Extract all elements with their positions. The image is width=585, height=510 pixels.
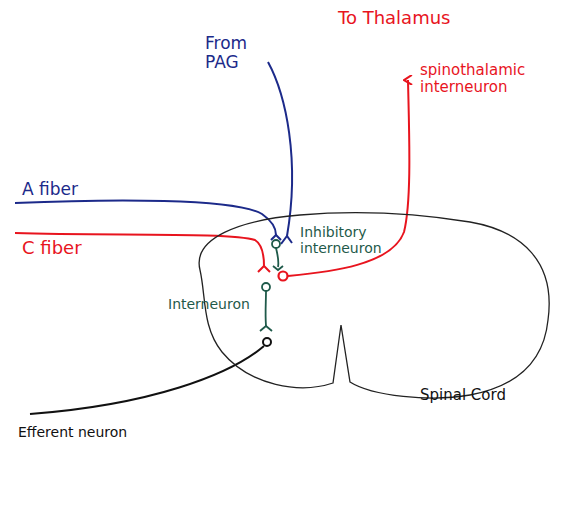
inhibitory-axon	[276, 248, 278, 267]
text-label: From PAG	[205, 34, 275, 72]
c-fiber	[15, 233, 264, 266]
a-fiber	[15, 200, 276, 235]
text-label: Inhibitory interneuron	[300, 224, 420, 256]
synapse-fork	[258, 266, 270, 272]
text-label: Interneuron	[168, 296, 268, 312]
pag-fiber	[268, 62, 292, 236]
interneuron-cell-body	[262, 283, 270, 291]
synapse-fork	[281, 236, 292, 244]
efferent-axon	[30, 346, 264, 414]
text-label: C fiber	[22, 238, 112, 258]
text-label: A fiber	[22, 180, 112, 199]
synapse-fork	[273, 266, 283, 270]
text-label: spinothalamic interneuron	[420, 62, 540, 96]
spinal-cord-border	[199, 213, 549, 398]
efferent-cell-body	[263, 338, 271, 346]
synapse-fork	[260, 326, 272, 331]
interneuron-axon	[265, 291, 267, 326]
text-label: To Thalamus	[338, 8, 498, 28]
node-label: Spinal Cord	[420, 387, 506, 404]
spinothalamic-cell-body	[279, 272, 288, 281]
text-label: Efferent neuron	[18, 424, 218, 440]
inhibitory-cell-body	[272, 240, 280, 248]
